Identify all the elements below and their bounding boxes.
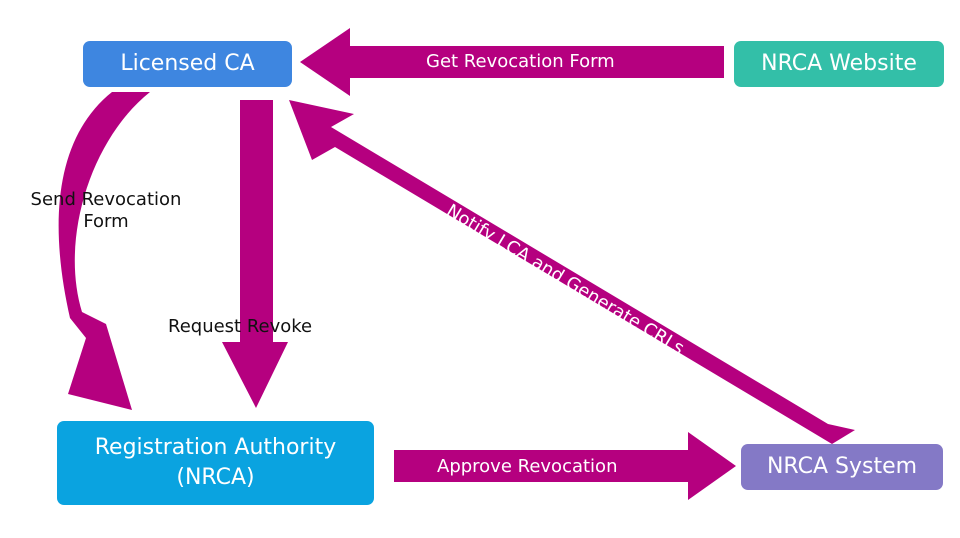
label-send-revocation-form-line2: Form bbox=[83, 210, 129, 232]
node-nrca-system: NRCA System bbox=[741, 444, 943, 490]
node-licensed-ca: Licensed CA bbox=[83, 41, 292, 87]
label-get-revocation-form: Get Revocation Form bbox=[426, 51, 615, 72]
node-licensed-ca-label: Licensed CA bbox=[120, 51, 255, 77]
node-nrca-system-label: NRCA System bbox=[766, 454, 918, 480]
arrow-send-revocation-form bbox=[58, 92, 150, 410]
arrow-approve-revocation bbox=[394, 432, 736, 500]
node-nrca-website: NRCA Website bbox=[734, 41, 944, 87]
node-registration-authority-label: Registration Authority bbox=[94, 435, 337, 461]
node-registration-authority: Registration Authority (NRCA) bbox=[57, 421, 374, 505]
arrow-get-revocation-form bbox=[300, 28, 724, 96]
arrow-notify-lca bbox=[289, 100, 855, 444]
node-registration-authority-sublabel: (NRCA) bbox=[176, 465, 255, 490]
node-nrca-website-label: NRCA Website bbox=[761, 51, 917, 77]
label-request-revoke: Request Revoke bbox=[168, 316, 313, 337]
label-approve-revocation: Approve Revocation bbox=[437, 456, 618, 477]
label-send-revocation-form: Send Revocation Form bbox=[20, 189, 192, 232]
label-send-revocation-form-line1: Send Revocation bbox=[30, 189, 182, 210]
arrow-request-revoke bbox=[222, 100, 288, 408]
